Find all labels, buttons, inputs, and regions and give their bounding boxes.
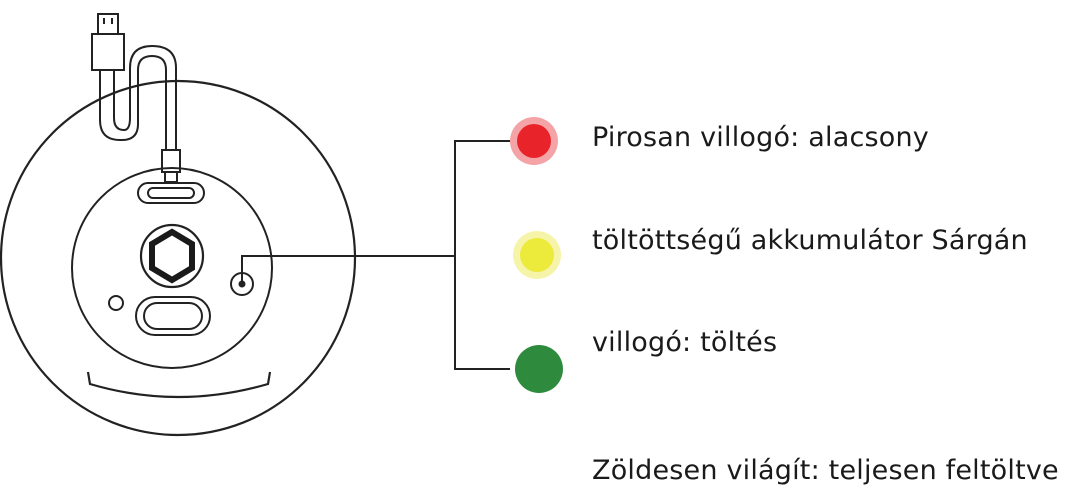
indicator-yellow <box>513 231 561 279</box>
label-low-battery-yellow: töltöttségű akkumulátor Sárgán <box>592 225 1028 256</box>
label-red-blinking: Pirosan villogó: alacsony <box>592 122 929 153</box>
device-body <box>0 79 357 437</box>
inner-plate <box>71 167 273 369</box>
label-green-fully-charged: Zöldesen világít: teljesen feltöltve <box>592 455 1059 486</box>
small-hole <box>108 295 124 311</box>
charging-port <box>137 182 205 204</box>
leader-lines <box>241 140 510 370</box>
label-blinking-charging: villogó: töltés <box>592 327 778 358</box>
indicator-green <box>515 345 563 393</box>
hex-mount <box>139 223 205 289</box>
oval-slot <box>135 296 211 336</box>
indicator-red <box>510 117 558 165</box>
usb-cable <box>91 13 181 183</box>
